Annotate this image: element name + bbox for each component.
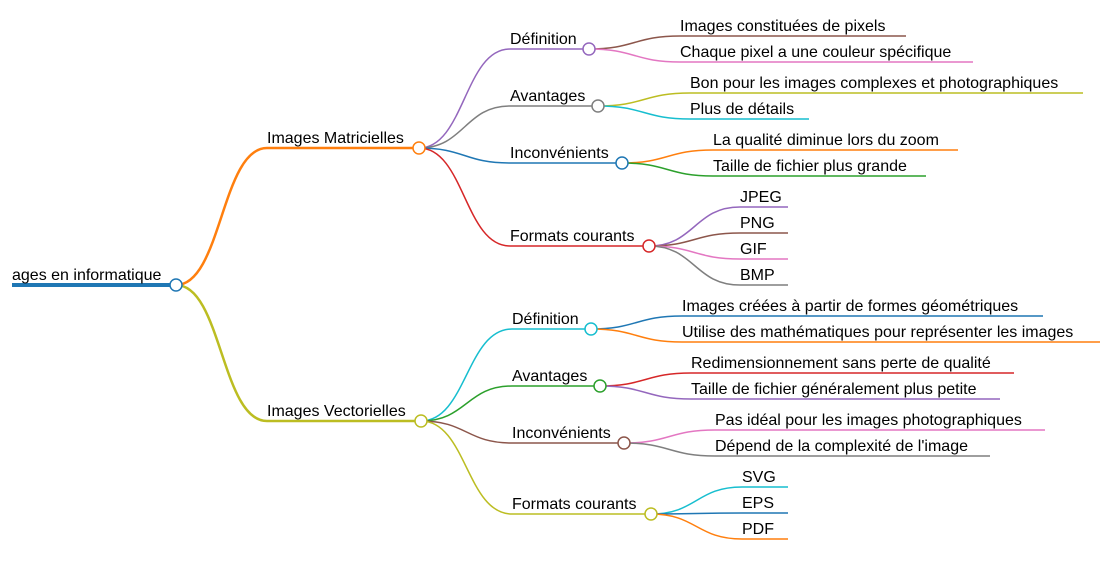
leaf-node-label: La qualité diminue lors du zoom bbox=[713, 132, 939, 149]
leaf-link bbox=[650, 486, 743, 515]
category-collapse-toggle[interactable] bbox=[591, 99, 605, 113]
leaf-link bbox=[599, 385, 692, 400]
category-node-label: Inconvénients bbox=[510, 145, 609, 162]
category-node-label: Avantages bbox=[510, 88, 585, 105]
leaf-link bbox=[588, 35, 681, 50]
leaf-link bbox=[648, 206, 741, 247]
root-collapse-toggle[interactable] bbox=[169, 278, 183, 292]
leaf-link bbox=[648, 245, 741, 286]
leaf-node-label: Chaque pixel a une couleur spécifique bbox=[680, 44, 951, 61]
leaf-node-label: Taille de fichier généralement plus peti… bbox=[691, 381, 977, 398]
category-collapse-toggle[interactable] bbox=[593, 379, 607, 393]
leaf-node-label: Images constituées de pixels bbox=[680, 18, 885, 35]
category-node-label: Formats courants bbox=[512, 496, 636, 513]
leaf-node-label: Pas idéal pour les images photographique… bbox=[715, 412, 1022, 429]
category-collapse-toggle[interactable] bbox=[617, 436, 631, 450]
leaf-link bbox=[597, 92, 691, 107]
leaf-link bbox=[648, 245, 741, 260]
leaf-node-label: Taille de fichier plus grande bbox=[713, 158, 907, 175]
leaf-node-label: Plus de détails bbox=[690, 101, 794, 118]
category-node-label: Inconvénients bbox=[512, 425, 611, 442]
leaf-link bbox=[623, 442, 716, 457]
category-node-label: Formats courants bbox=[510, 228, 634, 245]
leaf-link bbox=[597, 105, 691, 120]
branch-collapse-toggle[interactable] bbox=[412, 141, 426, 155]
leaf-link bbox=[599, 372, 692, 387]
leaf-link bbox=[621, 162, 714, 177]
leaf-node-label: Dépend de la complexité de l'image bbox=[715, 438, 968, 455]
category-collapse-toggle[interactable] bbox=[615, 156, 629, 170]
category-collapse-toggle[interactable] bbox=[582, 42, 596, 56]
category-link bbox=[418, 48, 511, 149]
category-node-label: Définition bbox=[512, 311, 579, 328]
leaf-node-label: PNG bbox=[740, 215, 775, 232]
mind-map-links bbox=[12, 35, 1100, 540]
leaf-link bbox=[588, 48, 681, 63]
leaf-node-label: EPS bbox=[742, 495, 774, 512]
leaf-node-label: BMP bbox=[740, 267, 775, 284]
leaf-node-label: Images créées à partir de formes géométr… bbox=[682, 298, 1018, 315]
category-node-label: Avantages bbox=[512, 368, 587, 385]
branch-node-label: Images Matricielles bbox=[267, 130, 404, 147]
category-link bbox=[420, 420, 513, 444]
leaf-node-label: Bon pour les images complexes et photogr… bbox=[690, 75, 1058, 92]
leaf-link bbox=[648, 232, 741, 247]
leaf-node-label: PDF bbox=[742, 521, 774, 538]
category-link bbox=[418, 147, 511, 164]
leaf-node-label: GIF bbox=[740, 241, 767, 258]
category-collapse-toggle[interactable] bbox=[584, 322, 598, 336]
leaf-node-label: Utilise des mathématiques pour représent… bbox=[682, 324, 1073, 341]
category-link bbox=[420, 328, 513, 422]
leaf-link bbox=[590, 328, 683, 343]
leaf-link bbox=[650, 513, 743, 540]
category-node-label: Définition bbox=[510, 31, 577, 48]
leaf-node-label: JPEG bbox=[740, 189, 782, 206]
leaf-link bbox=[621, 149, 714, 164]
leaf-link bbox=[590, 315, 683, 330]
branch-link bbox=[175, 146, 268, 287]
category-collapse-toggle[interactable] bbox=[642, 239, 656, 253]
leaf-node-label: SVG bbox=[742, 469, 776, 486]
branch-node-label: Images Vectorielles bbox=[267, 403, 406, 420]
branch-link bbox=[175, 283, 268, 423]
category-link bbox=[420, 420, 513, 515]
leaf-link bbox=[623, 429, 716, 444]
category-link bbox=[418, 147, 511, 247]
root-node-label: ages en informatique bbox=[12, 267, 162, 284]
branch-collapse-toggle[interactable] bbox=[414, 414, 428, 428]
leaf-node-label: Redimensionnement sans perte de qualité bbox=[691, 355, 991, 372]
category-collapse-toggle[interactable] bbox=[644, 507, 658, 521]
category-link bbox=[420, 385, 513, 422]
category-link bbox=[418, 105, 511, 149]
